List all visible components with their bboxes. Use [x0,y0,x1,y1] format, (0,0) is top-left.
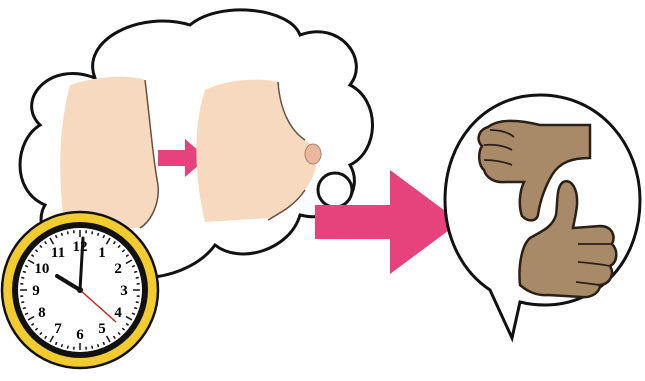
clock-number: 4 [114,305,122,321]
clock-number: 1 [98,245,106,261]
clock-tick [136,302,139,303]
clock-number: 11 [51,245,65,261]
clock-tick [92,346,93,349]
clock-tick [136,278,139,279]
clock-number: 9 [32,283,40,299]
clock-tick [23,308,26,309]
clock-tick [98,233,99,236]
clock-number: 7 [54,321,62,337]
flat-chest-icon [60,77,158,230]
clock-number: 10 [34,261,49,277]
clock-tick [21,302,24,303]
clock-number: 8 [38,305,46,321]
clock-tick [98,344,99,347]
clock-tick [61,233,62,236]
clock-tick [134,308,137,309]
clock-number: 5 [98,321,106,337]
clock-number: 2 [114,261,122,277]
clock-tick [92,231,93,234]
clock-number: 12 [73,239,88,255]
clock-tick [21,278,24,279]
clock-number: 6 [76,327,84,343]
clock-tick [61,344,62,347]
clock-tick [68,231,69,234]
clock-number: 3 [120,283,128,299]
clock-tick [23,271,26,272]
clock-tick [134,271,137,272]
clock-tick [68,346,69,349]
